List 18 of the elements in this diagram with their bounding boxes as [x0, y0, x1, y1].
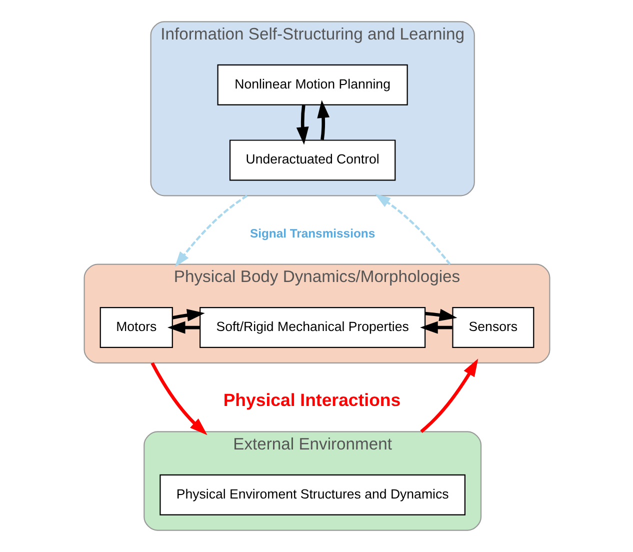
- label: Physical Interactions: [222, 390, 400, 410]
- arrow: [172, 309, 204, 322]
- node-box: Underactuated Control: [228, 140, 396, 181]
- arrow: [374, 194, 450, 266]
- arrow: [296, 104, 308, 145]
- node-box: Nonlinear Motion Planning: [216, 64, 408, 106]
- arrow: [316, 100, 330, 140]
- arrow: [174, 194, 248, 268]
- arrow: [166, 321, 200, 334]
- node-box: Physical Enviroment Structures and Dynamics: [159, 474, 465, 516]
- arrow: [424, 308, 457, 322]
- node-box: Sensors: [452, 307, 534, 348]
- node-box: Motors: [99, 307, 172, 348]
- arrow: [420, 321, 452, 334]
- label: Signal Transmissions: [249, 226, 375, 241]
- node-box: Soft/Rigid Mechanical Properties: [199, 307, 426, 348]
- arrow: [420, 358, 478, 433]
- arrow: [150, 362, 207, 436]
